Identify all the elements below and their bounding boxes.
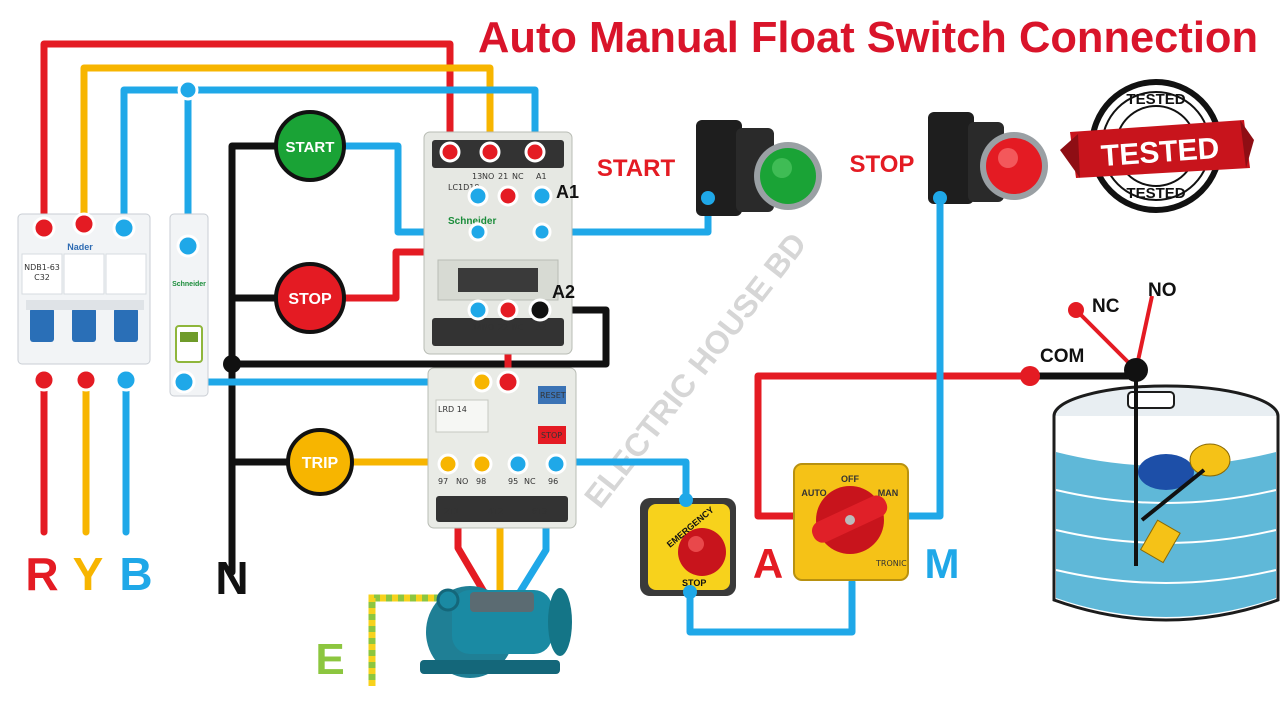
page-title: Auto Manual Float Switch Connection	[478, 13, 1258, 62]
wire-neutral-a2	[228, 306, 610, 368]
wire-neutral	[228, 142, 282, 576]
start-lamp-label: START	[286, 139, 335, 156]
phase-b-label: B	[119, 548, 152, 600]
stop-pb-terminal	[933, 191, 947, 205]
contactor-model: LC1D18	[448, 183, 479, 192]
wire-selector-man	[904, 192, 944, 520]
single-pole-mcb: Schneider	[169, 213, 209, 397]
olr-stop: STOP	[541, 431, 562, 440]
badge-ribbon-text: TESTED	[1100, 132, 1220, 173]
coil-a2-label: A2	[552, 282, 575, 302]
mcb-brand: Nader	[67, 242, 93, 252]
phase-y-label: Y	[73, 548, 104, 600]
watermark: ELECTRIC HOUSE BD	[577, 226, 813, 514]
olr-model: LRD 14	[438, 405, 467, 414]
three-pole-mcb: Nader NDB1-63 C32	[17, 213, 151, 365]
olr-terminals	[437, 370, 567, 475]
float-nc-label: NC	[1092, 296, 1120, 317]
float-nc-terminal	[1068, 302, 1084, 318]
earth-e-label: E	[315, 635, 344, 684]
contactor-aux-nc-top: NC	[512, 172, 524, 181]
contactor-aux-a2: A2	[536, 323, 547, 332]
contactor-terminals	[439, 141, 553, 322]
olr-95: 95	[508, 477, 518, 486]
selector-switch: OFF AUTO MAN TRONIC	[793, 463, 909, 581]
olr-4t2: 4T2	[488, 507, 503, 516]
emergency-stop: EMERGENCY STOP	[640, 498, 736, 596]
contactor-brand: Schneider	[448, 216, 496, 227]
badge-top-text: TESTED	[1126, 91, 1185, 108]
wire-start-lamp	[338, 142, 712, 236]
selector-a-label: A	[753, 540, 783, 587]
stop-pushbutton-label: STOP	[850, 151, 915, 178]
contactor-aux-no-bottom: NO	[482, 323, 494, 332]
selector-brand: TRONIC	[875, 559, 907, 568]
wire-selector-auto	[754, 372, 1034, 520]
mcb-rating: C32	[34, 273, 50, 282]
spmcb-brand: Schneider	[172, 281, 206, 288]
neutral-junctions	[223, 355, 241, 373]
olr-no: NO	[456, 477, 468, 486]
pump-motor	[420, 586, 572, 678]
wire-yellow-supply	[80, 64, 494, 232]
olr-nc: NC	[524, 477, 536, 486]
selector-off: OFF	[841, 474, 859, 484]
float-com-terminal	[1020, 366, 1040, 386]
contactor-aux-13: 13	[472, 172, 482, 181]
emergency-terminal-bottom	[683, 585, 697, 599]
contactor-aux-a1: A1	[536, 172, 547, 181]
stop-pushbutton	[928, 112, 1048, 204]
float-no-label: NO	[1148, 280, 1177, 301]
wire-blue-supply	[120, 86, 539, 232]
stop-lamp-label: STOP	[288, 291, 332, 308]
wire-motor-red	[454, 516, 488, 596]
contactor-aux-21: 21	[498, 172, 508, 181]
selector-m-label: M	[925, 540, 960, 587]
start-lamp: START	[274, 110, 346, 182]
trip-lamp: TRIP	[286, 428, 354, 496]
contactor-aux-14: 14	[472, 323, 482, 332]
start-pb-terminal	[701, 191, 715, 205]
water-tank	[1052, 384, 1280, 622]
selector-auto: AUTO	[801, 488, 826, 498]
neutral-n-label: N	[215, 552, 248, 604]
trip-lamp-label: TRIP	[302, 455, 339, 472]
start-pushbutton-label: START	[597, 155, 676, 182]
contactor-aux-no-top: NO	[482, 172, 494, 181]
contactor-aux-nc-bottom: NC	[512, 323, 524, 332]
float-com-label: COM	[1040, 346, 1084, 367]
badge-bottom-text: TESTED	[1126, 185, 1185, 202]
overload-relay: LRD 14 RESET STOP 2T1 4T2 6T3 97 NO 98 9…	[427, 367, 577, 529]
wire-red-supply	[40, 40, 454, 232]
wire-motor-blue	[516, 516, 550, 596]
stop-lamp: STOP	[274, 262, 346, 334]
olr-reset: RESET	[540, 391, 566, 400]
selector-man: MAN	[878, 488, 899, 498]
olr-98: 98	[476, 477, 486, 486]
mcb-model: NDB1-63	[24, 263, 60, 272]
wire-emergency-selector	[686, 578, 856, 636]
mcb-terminals	[32, 79, 200, 394]
earth-wire	[368, 594, 446, 686]
float-com-junction	[1124, 358, 1148, 382]
wire-olr-emergency	[552, 458, 690, 504]
tested-badge: TESTED TESTED TESTED	[1060, 79, 1254, 213]
coil-a1-label: A1	[556, 182, 579, 202]
emergency-terminal-top	[679, 493, 693, 507]
olr-2t1: 2T1	[444, 507, 459, 516]
phase-r-label: R	[25, 548, 58, 600]
start-pushbutton	[696, 120, 822, 216]
float-cable	[1076, 295, 1206, 566]
olr-97: 97	[438, 477, 448, 486]
contactor-aux-22: 22	[498, 323, 508, 332]
olr-6t3: 6T3	[532, 507, 547, 516]
contactor: LC1D18 Schneider 13 NO 21 NC A1 14 NO 22…	[423, 131, 573, 355]
olr-96: 96	[548, 477, 558, 486]
emergency-text-bottom: STOP	[682, 578, 706, 588]
